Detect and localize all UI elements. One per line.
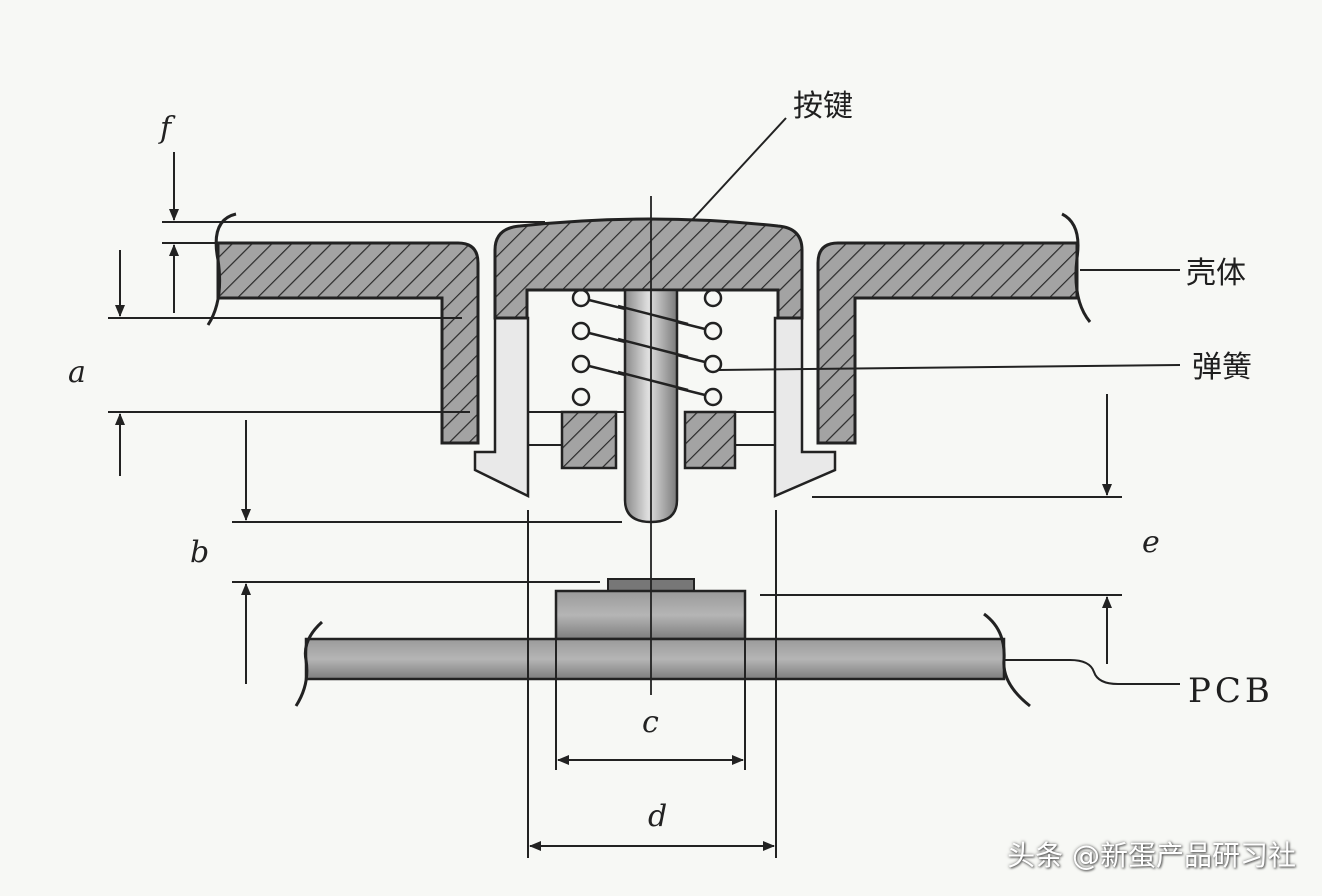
housing-break-right [1061,212,1092,323]
key-skirt-right [773,316,837,498]
watermark: 头条 @新蛋产品研习社 [1007,839,1296,872]
pcb-board [294,612,1031,708]
extension-lines [108,221,1122,858]
key-skirt-left [473,316,530,499]
leader-lines [691,117,1181,685]
dim-b: b [190,535,209,570]
label-spring: 弹簧 [1192,350,1252,385]
dim-d: d [648,799,667,834]
label-pcb: PCB [1188,671,1274,711]
key-top [493,217,804,320]
dim-a: a [68,355,86,390]
housing-right [816,241,1079,445]
label-housing: 壳体 [1186,256,1246,291]
spring-seat-right [683,410,737,470]
dim-c: c [642,705,659,740]
housing [206,212,1092,445]
dimension-arrows [115,152,1112,851]
dim-f: f [158,111,176,146]
dim-e: e [1142,525,1160,560]
label-key: 按键 [793,89,853,124]
spring-seat-left [560,410,618,470]
housing-left [216,241,480,445]
